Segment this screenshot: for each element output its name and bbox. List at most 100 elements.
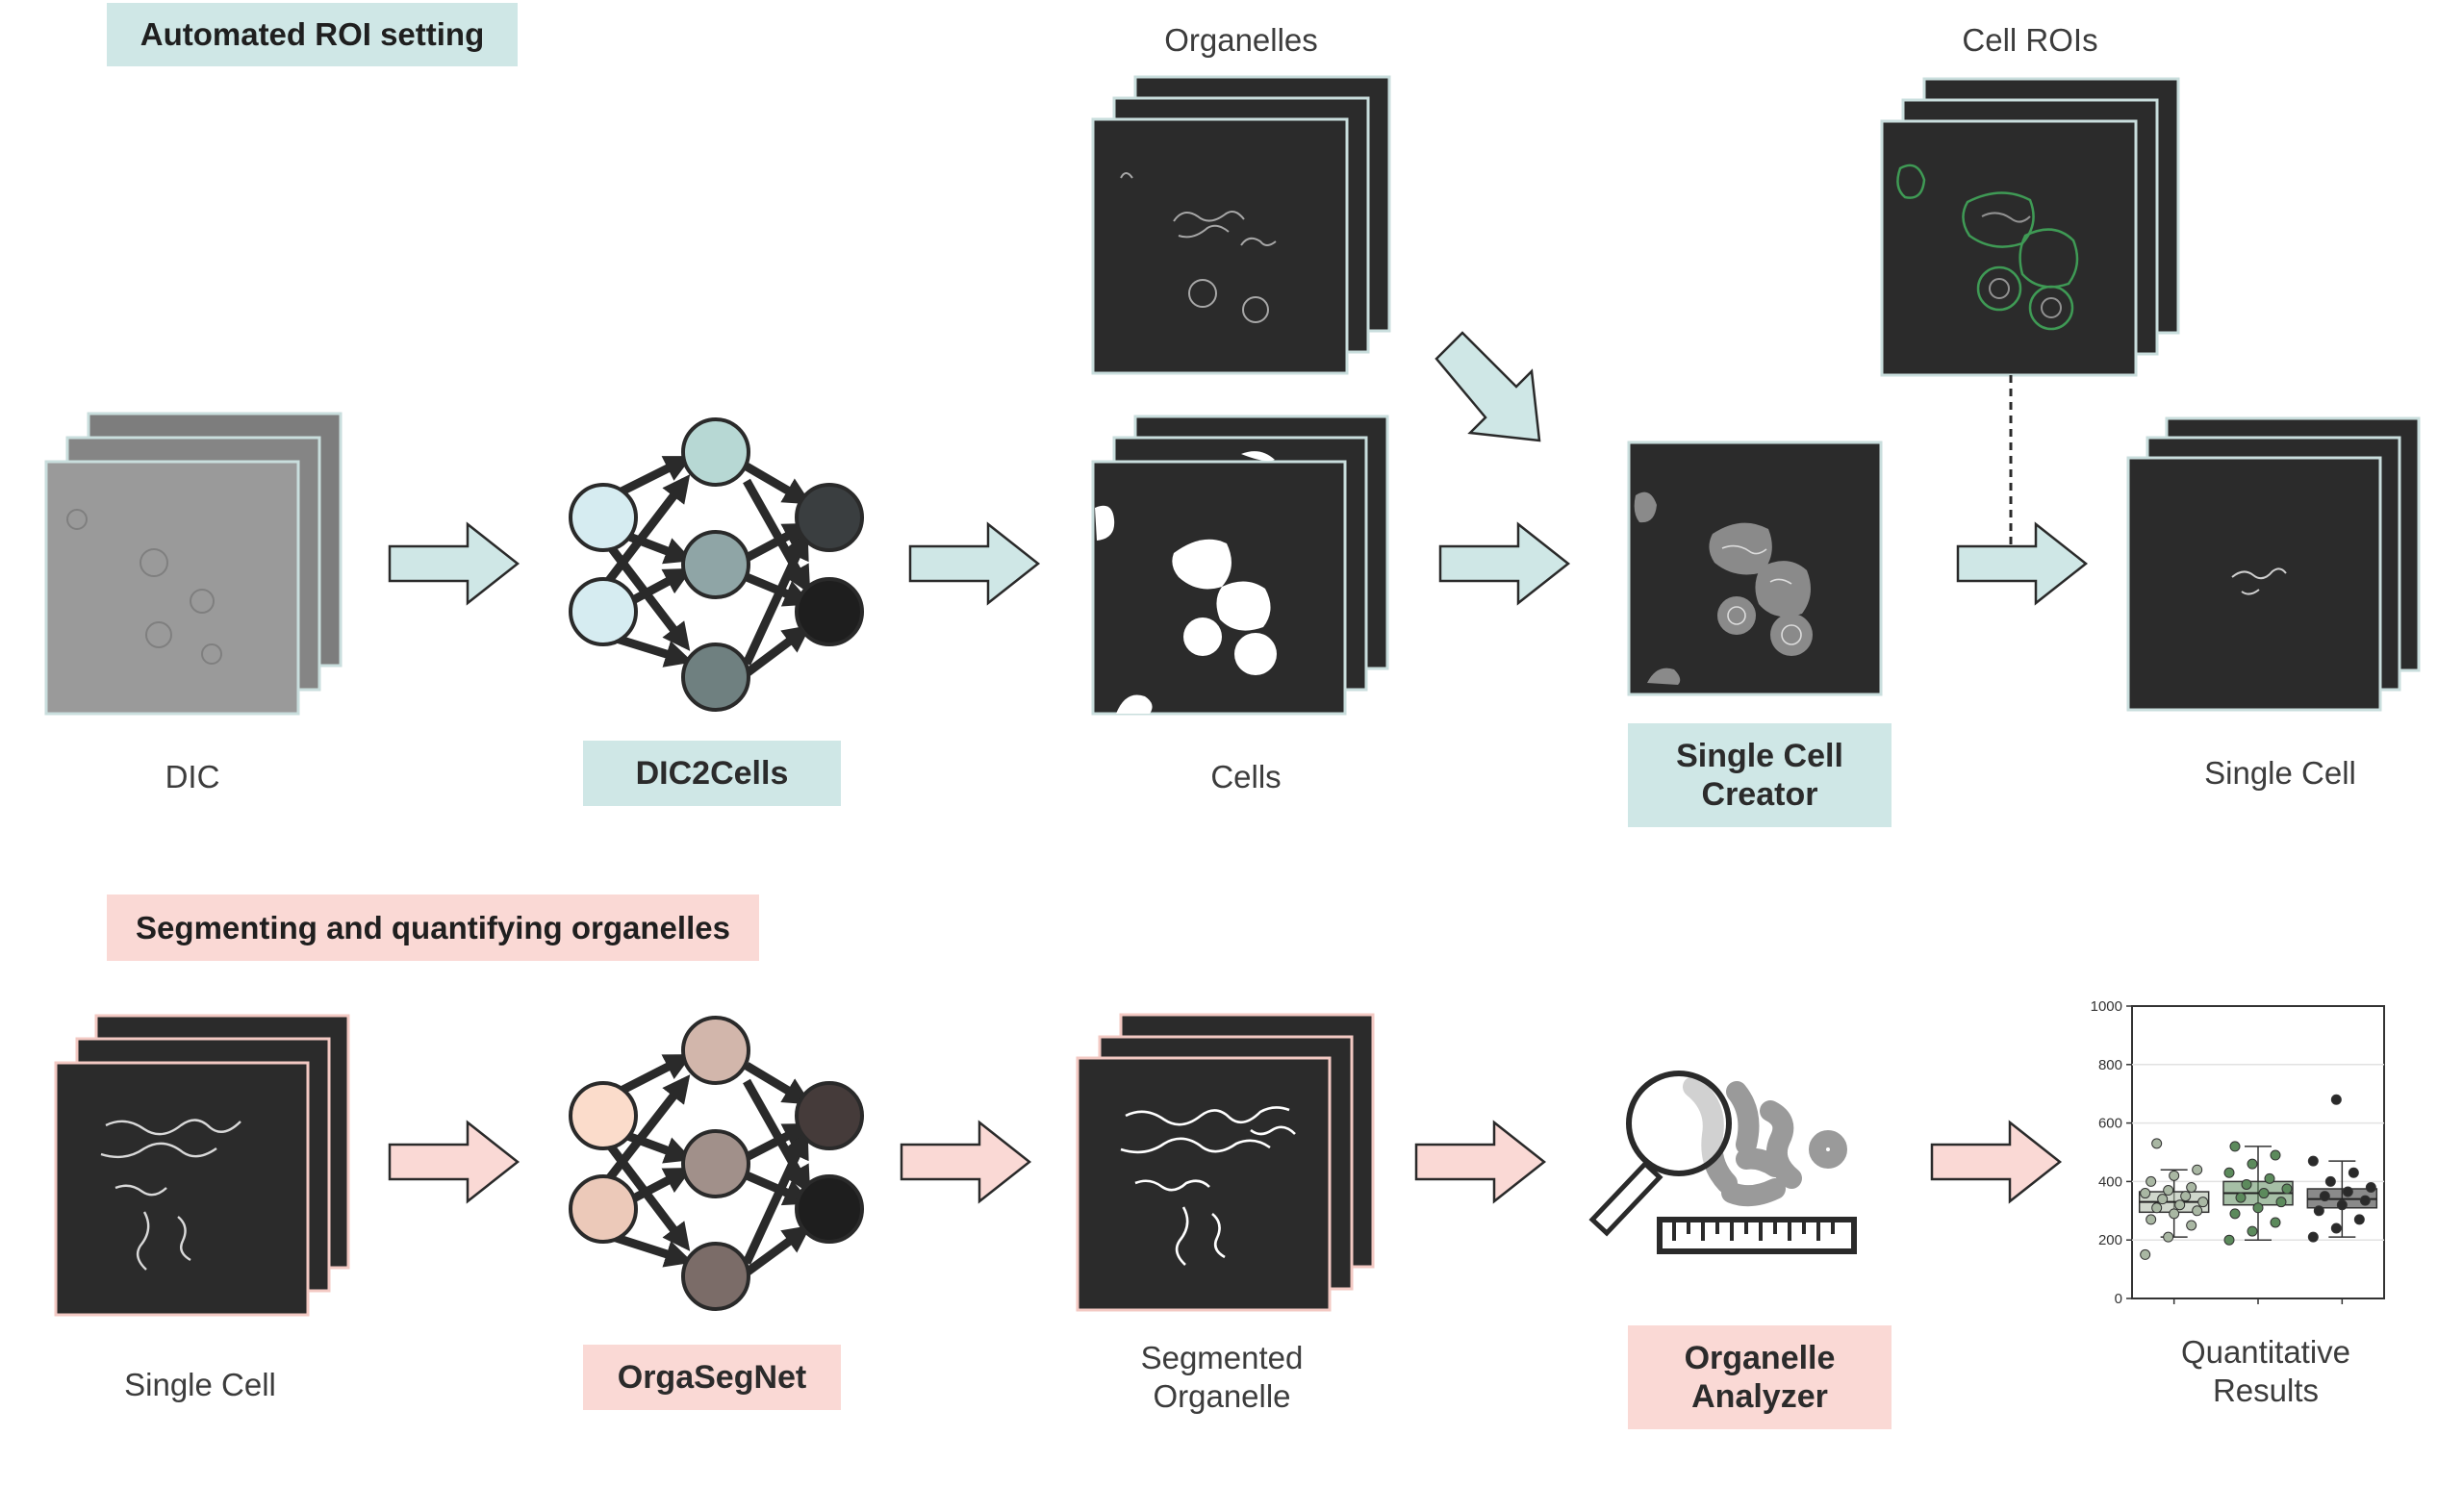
chart-point (2324, 1175, 2336, 1187)
section-title-roi: Automated ROI setting (107, 3, 518, 66)
chart-point (2313, 1205, 2324, 1217)
chart-point (2307, 1231, 2319, 1243)
section-title-organelles: Segmenting and quantifying organelles (107, 895, 759, 961)
chart-point (2348, 1167, 2359, 1178)
chart-y-tick-label: 400 (2098, 1173, 2122, 1190)
network-node (795, 577, 864, 646)
chart-point (2281, 1183, 2293, 1195)
arrow-icon (1414, 1120, 1547, 1204)
chart-point (2353, 1214, 2365, 1225)
arrow-icon (388, 521, 521, 606)
chart-point (2223, 1167, 2235, 1178)
chart-point (2163, 1231, 2174, 1243)
chart-point (2275, 1197, 2287, 1208)
chart-point (2151, 1202, 2163, 1214)
chart-point (2365, 1181, 2376, 1193)
chart-point (2247, 1158, 2258, 1170)
cells-mask-stack (1091, 415, 1389, 716)
chart-point (2342, 1186, 2353, 1197)
network-node (795, 1174, 864, 1244)
chart-point (2307, 1155, 2319, 1167)
chart-point (2270, 1217, 2281, 1228)
chart-point (2146, 1175, 2157, 1187)
arrow-icon (908, 521, 1041, 606)
cells-caption: Cells (1210, 759, 1282, 794)
network-node (681, 1129, 750, 1198)
single-cell-caption-top: Single Cell (2204, 755, 2356, 791)
chart-point (2197, 1197, 2209, 1208)
single-cell-image-stack-top (2126, 416, 2421, 712)
chart-point (2319, 1191, 2330, 1202)
network-node (569, 483, 638, 552)
network-node (681, 1016, 750, 1085)
network-node (681, 1242, 750, 1311)
chart-point (2229, 1141, 2241, 1152)
network-node (795, 1081, 864, 1150)
arrow-icon (1930, 1120, 2063, 1204)
dic2cells-box: DIC2Cells (583, 741, 841, 806)
quantitative-results-chart: 0 200 400 600 800 1000 (2091, 998, 2385, 1307)
arrow-icon (900, 1120, 1032, 1204)
chart-point (2247, 1225, 2258, 1237)
network-node (569, 577, 638, 646)
chart-point (2169, 1208, 2180, 1220)
chart-point (2140, 1188, 2151, 1199)
magnifier-ruler-icon (1588, 1071, 1857, 1254)
chart-point (2223, 1234, 2235, 1246)
organelles-image-stack (1091, 75, 1391, 375)
organelles-caption: Organelles (1164, 22, 1318, 58)
segmented-organelle-caption: Segmented Organelle (1140, 1340, 1304, 1414)
cell-rois-image-stack (1880, 77, 2180, 377)
chart-y-tick-label: 1000 (2091, 998, 2122, 1015)
organelle-analyzer-box: Organelle Analyzer (1628, 1325, 1892, 1429)
chart-point (2229, 1208, 2241, 1220)
chart-point (2157, 1194, 2169, 1205)
chart-point (2264, 1172, 2275, 1184)
arrow-icon (1438, 521, 1571, 606)
chart-point (2270, 1149, 2281, 1161)
cell-rois-caption: Cell ROIs (1962, 22, 2098, 58)
orgasegnet-box: OrgaSegNet (583, 1345, 841, 1410)
single-cell-caption-bottom: Single Cell (124, 1367, 276, 1402)
network-node (795, 483, 864, 552)
chart-point (2359, 1195, 2371, 1206)
chart-point (2180, 1191, 2192, 1202)
arrow-icon (388, 1120, 521, 1204)
dic-caption: DIC (165, 759, 220, 794)
chart-point (2169, 1170, 2180, 1181)
chart-point (2235, 1192, 2247, 1203)
chart-point (2163, 1185, 2174, 1197)
chart-point (2174, 1199, 2186, 1211)
dic-image-stack (44, 412, 343, 716)
chart-y-tick-label: 0 (2115, 1291, 2122, 1307)
chart-y-tick-label: 600 (2098, 1116, 2122, 1132)
network-node (681, 530, 750, 599)
chart-point (2241, 1178, 2252, 1190)
single-cell-creator-image (1627, 441, 1883, 696)
chart-y-tick-label: 800 (2098, 1057, 2122, 1073)
network-node (681, 643, 750, 712)
chart-point (2186, 1220, 2197, 1231)
network-node (569, 1081, 638, 1150)
single-cell-image-stack-bottom (54, 1014, 350, 1317)
chart-point (2151, 1138, 2163, 1149)
diagonal-arrow-icon (1435, 331, 1541, 442)
arrow-icon (1956, 521, 2089, 606)
chart-point (2186, 1181, 2197, 1193)
network-node (681, 417, 750, 487)
chart-point (2140, 1248, 2151, 1260)
chart-point (2252, 1202, 2264, 1214)
quantitative-results-caption: Quantitative Results (2180, 1334, 2351, 1408)
chart-y-tick-label: 200 (2098, 1232, 2122, 1248)
segmented-organelle-stack (1076, 1013, 1375, 1312)
chart-point (2330, 1222, 2342, 1234)
chart-point (2258, 1188, 2270, 1199)
single-cell-creator-box: Single Cell Creator (1628, 723, 1892, 827)
chart-point (2330, 1094, 2342, 1105)
chart-point (2336, 1199, 2348, 1211)
chart-point (2192, 1205, 2203, 1217)
network-node (569, 1174, 638, 1244)
chart-point (2146, 1214, 2157, 1225)
chart-point (2192, 1164, 2203, 1175)
